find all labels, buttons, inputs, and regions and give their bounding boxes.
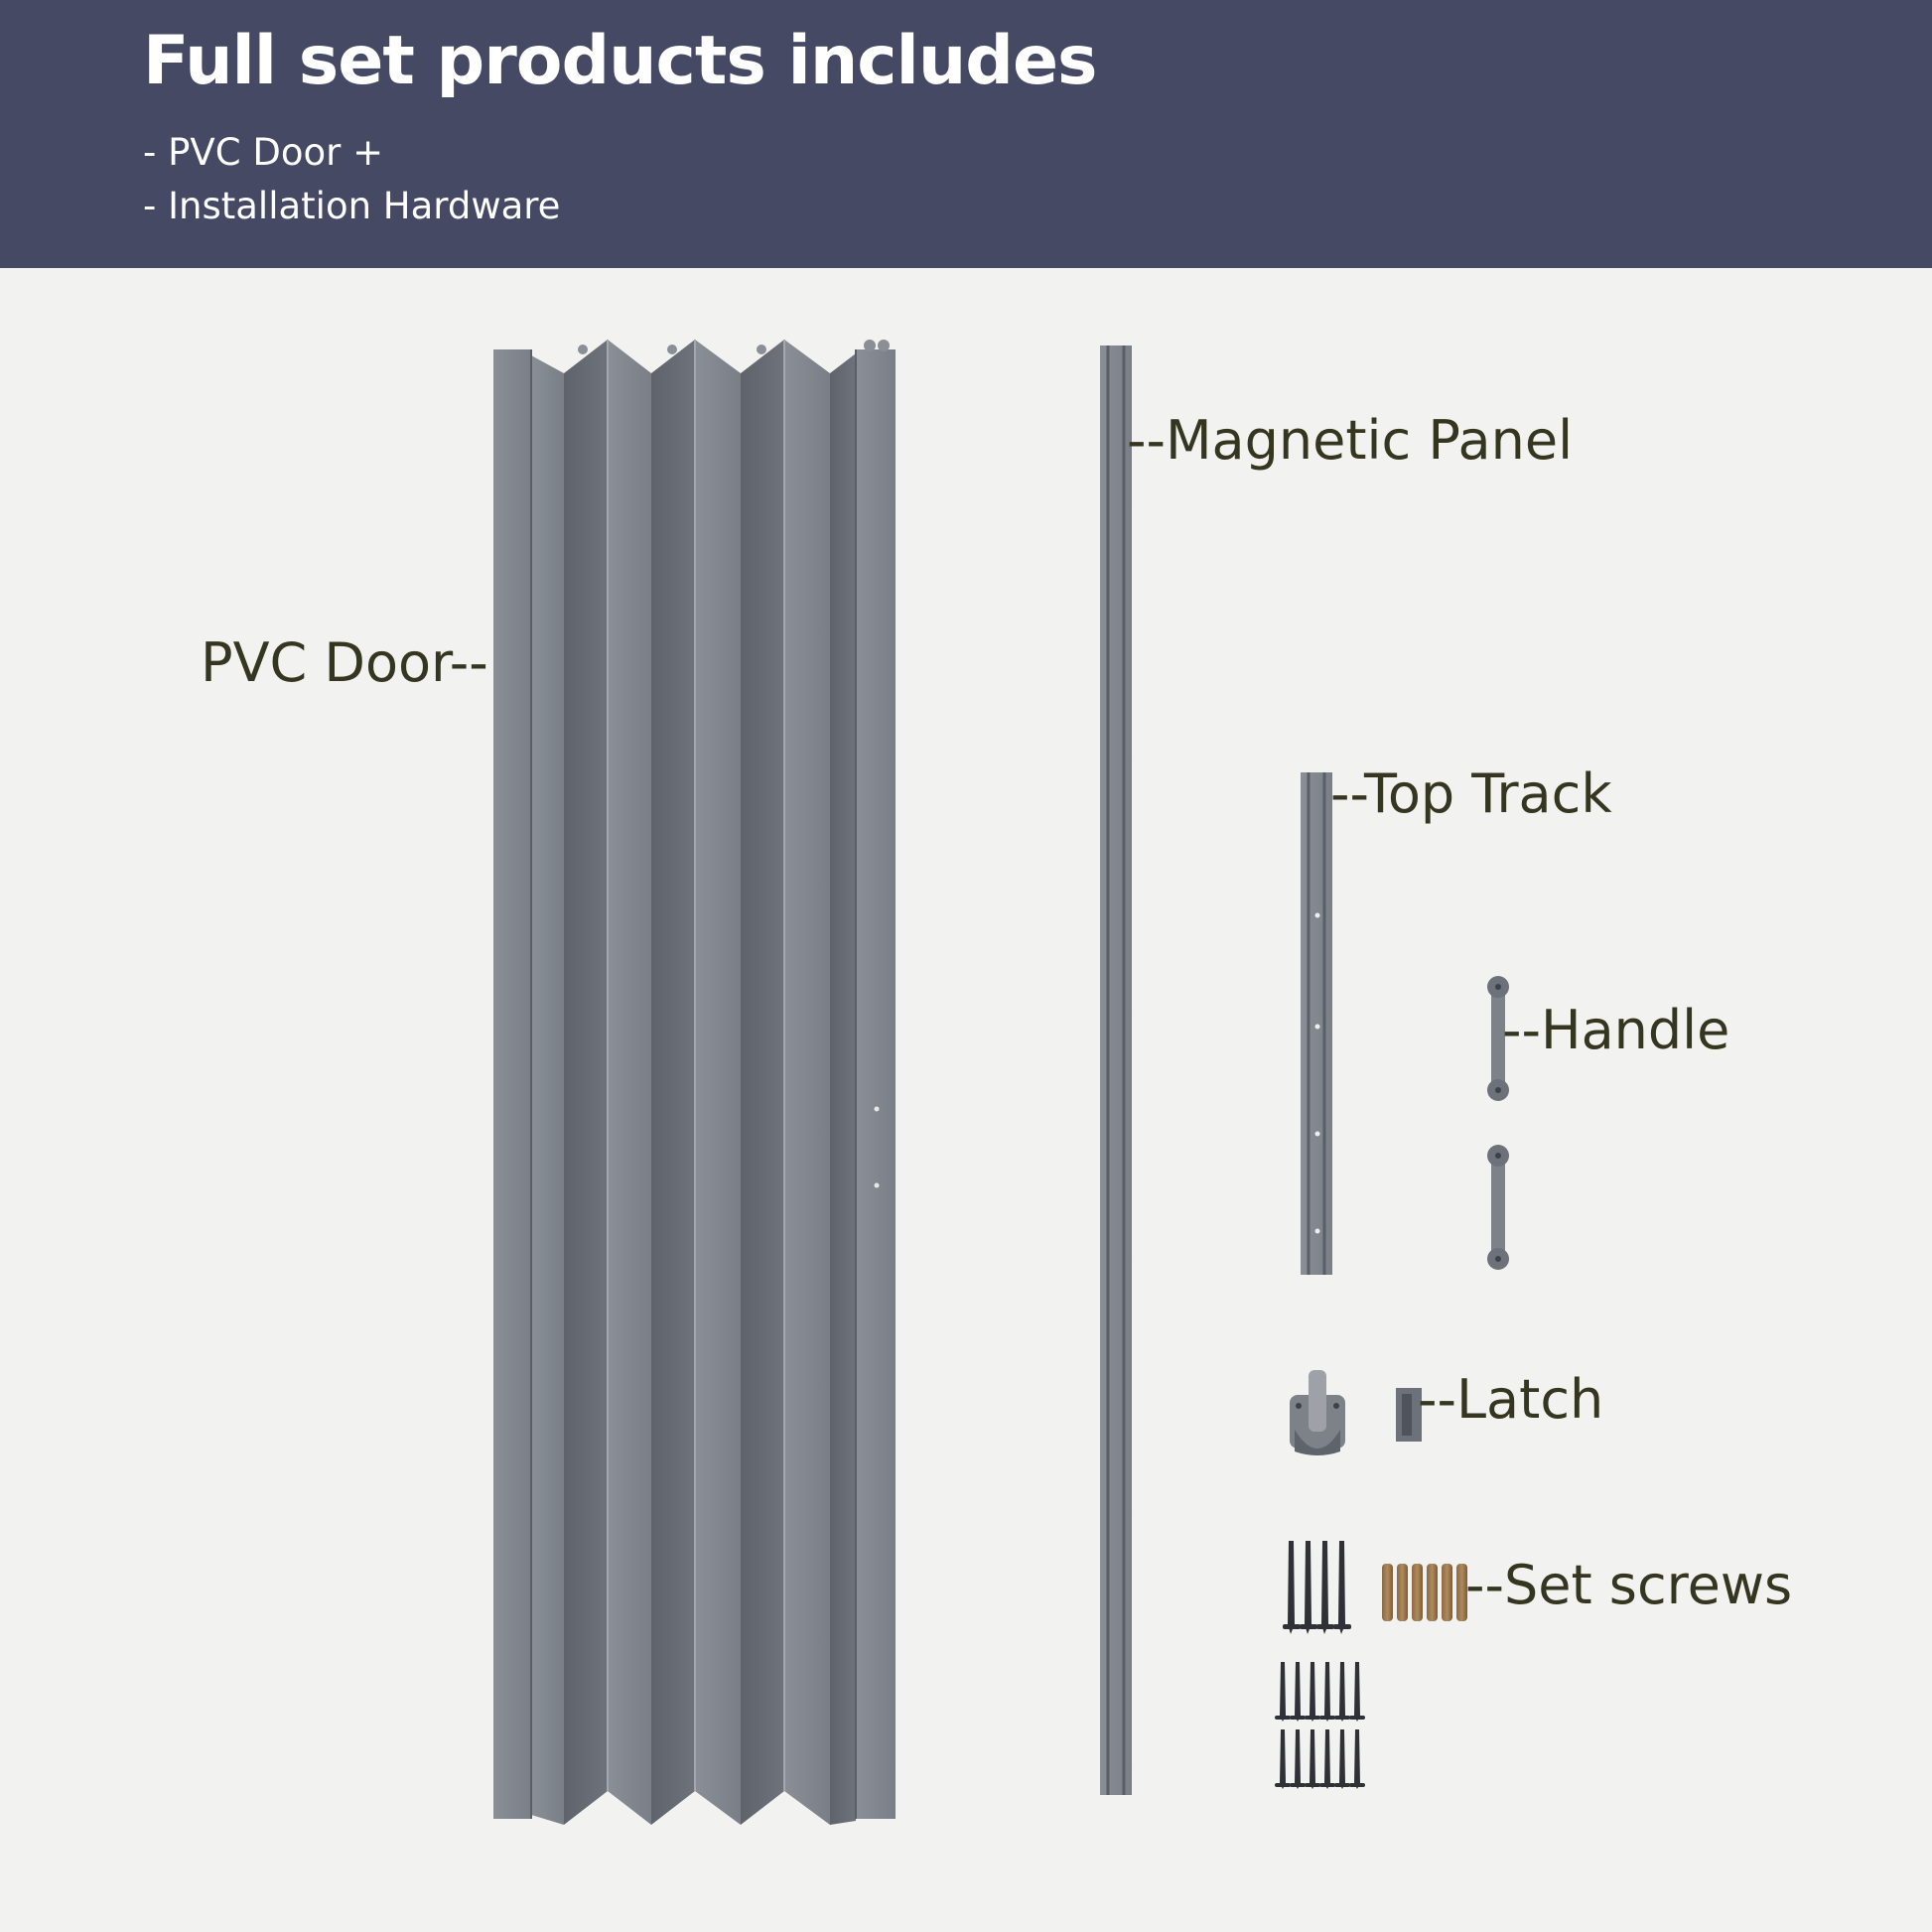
label-magnetic-panel: --Magnetic Panel bbox=[1127, 409, 1574, 472]
label-pvc-door: PVC Door-- bbox=[201, 631, 488, 694]
door-roller bbox=[757, 345, 766, 354]
page-title: Full set products includes bbox=[143, 22, 1098, 100]
set-screws-image bbox=[1275, 1541, 1467, 1789]
door-fold-5 bbox=[695, 340, 741, 1825]
door-fold-4 bbox=[651, 340, 695, 1825]
door-edge-panel-right bbox=[856, 349, 896, 1819]
pvc-door-image bbox=[493, 340, 896, 1825]
header-banner: Full set products includes - PVC Door + … bbox=[0, 0, 1932, 268]
door-roller bbox=[667, 345, 677, 354]
door-fold-6 bbox=[741, 340, 784, 1825]
label-top-track: --Top Track bbox=[1330, 762, 1612, 825]
door-fold-2 bbox=[564, 340, 608, 1825]
door-fold-1 bbox=[531, 355, 564, 1825]
door-edge-panel-left bbox=[493, 349, 531, 1819]
magnetic-panel-image bbox=[1100, 345, 1132, 1795]
top-track-image bbox=[1301, 772, 1332, 1275]
door-fold-8 bbox=[830, 353, 856, 1825]
door-fold-3 bbox=[608, 340, 651, 1825]
label-set-screws: --Set screws bbox=[1465, 1554, 1793, 1616]
included-item-hardware: - Installation Hardware bbox=[143, 185, 561, 227]
handle-image bbox=[1487, 976, 1509, 1270]
latch-image bbox=[1290, 1370, 1422, 1455]
door-roller bbox=[878, 340, 890, 351]
door-roller bbox=[578, 345, 588, 354]
door-fold-7 bbox=[784, 340, 830, 1825]
label-handle: --Handle bbox=[1502, 999, 1730, 1061]
label-latch: --Latch bbox=[1418, 1368, 1604, 1431]
door-roller bbox=[864, 340, 876, 351]
included-item-pvc-door: - PVC Door + bbox=[143, 131, 384, 174]
